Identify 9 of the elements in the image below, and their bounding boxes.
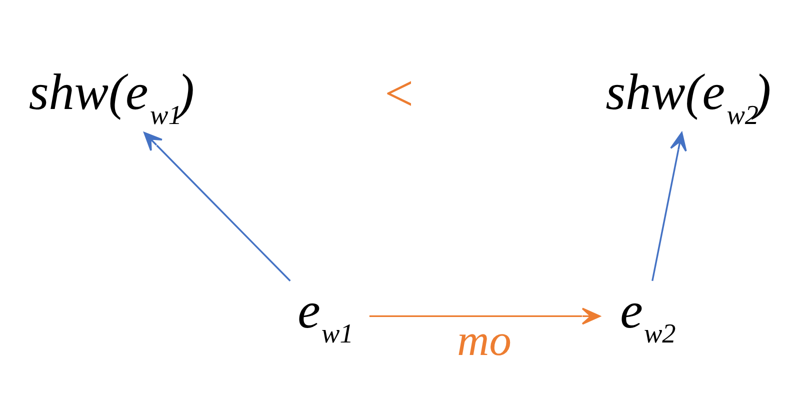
node-text: shw(e$_{w1}$): [28, 63, 194, 130]
arrow: [144, 132, 291, 281]
node-text: shw(e$_{w2}$): [606, 63, 772, 130]
arrow: [652, 132, 687, 281]
label: <: [384, 65, 414, 122]
arrow: [369, 307, 600, 324]
node-text: e$_{w2}$: [620, 282, 676, 348]
node-text: e$_{w1}$: [298, 282, 354, 348]
edge-label: mo: [457, 314, 512, 365]
